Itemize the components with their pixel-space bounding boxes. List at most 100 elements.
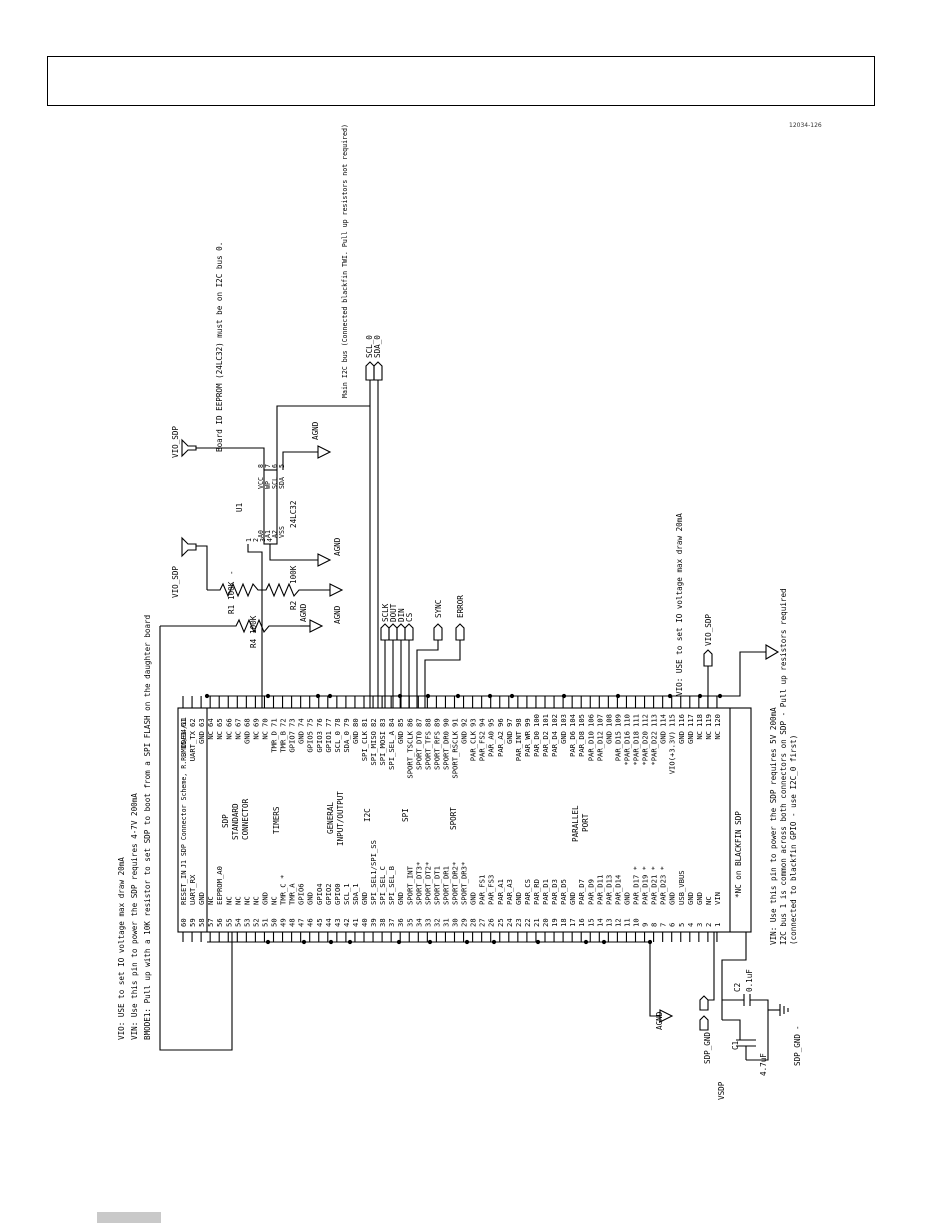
left-pin-number: 29 <box>460 918 469 927</box>
right-pin-number: 68 <box>242 718 251 727</box>
right-pin-name: SPORT_RFS <box>432 731 441 770</box>
right-pin-name: NC <box>704 731 713 740</box>
left-pin-name: PAR_FS1 <box>478 875 487 905</box>
left-pin-number: 19 <box>550 918 559 927</box>
label-input-output: INPUT/OUTPUT <box>336 791 345 846</box>
right-pin-name: TMR_B <box>279 731 288 753</box>
right-pin-number: 103 <box>559 714 568 727</box>
right-pin-number: 91 <box>451 718 460 727</box>
left-pin-name: PAR_FS3 <box>487 875 496 905</box>
left-pin-name: SPORT_INT <box>405 865 414 905</box>
right-pin-number: 84 <box>387 718 396 727</box>
left-pin-name: SPI_SEL_C <box>378 866 387 905</box>
left-pin-name: PAR_D5 <box>559 879 568 905</box>
right-pin-number: 88 <box>423 718 432 727</box>
net-agnd-r2: AGND <box>333 605 342 624</box>
right-pin-number: 63 <box>197 718 206 727</box>
net-vio-sdp-right: VIO_SDP <box>704 614 713 646</box>
right-pin-number: 106 <box>586 714 595 727</box>
right-pin-name: GND <box>396 731 405 744</box>
left-pin-name: TMR_C * <box>279 875 288 905</box>
left-pin-name: NC <box>206 896 215 905</box>
r1-value: 100K <box>227 581 236 600</box>
label-general: GENERAL <box>326 802 335 834</box>
right-pin-name: SDA_0 <box>342 731 351 753</box>
wire-a0-a1 <box>247 544 263 590</box>
wire-vin-right <box>700 651 766 697</box>
left-pin-name: SPORT_DR1 <box>441 866 450 905</box>
agnd-bottom-icon <box>659 1009 674 1023</box>
right-pin-number: 61 <box>179 718 188 727</box>
eeprom-part: 24LC32 <box>289 501 298 528</box>
left-pin-name: NC <box>704 896 713 905</box>
left-pin-name: GPIO0 <box>333 883 342 905</box>
right-pin-name: GPIO3 <box>315 731 324 753</box>
right-pin-name: NC <box>695 731 704 740</box>
c2-ref: C2 <box>733 983 742 992</box>
left-pin-name: GND <box>197 892 206 905</box>
junction-dot <box>455 693 461 699</box>
wire-agnd-top <box>282 451 318 470</box>
right-pin-name: SPORT_DT0 <box>414 731 423 770</box>
right-pin-name: NC <box>713 731 722 740</box>
left-pin-number: 1 <box>713 923 722 927</box>
right-pin-number: 71 <box>270 718 279 727</box>
left-pin-name: SPI_SEL_B <box>387 866 396 905</box>
c1-ref: C1 <box>731 1040 740 1050</box>
left-pin-number: 14 <box>595 918 604 927</box>
left-pin-number: 16 <box>577 918 586 927</box>
junction-dot <box>425 693 431 699</box>
net-agnd-top: AGND <box>311 421 320 440</box>
left-pin-number: 49 <box>279 918 288 927</box>
left-pin-name: GND <box>469 892 478 905</box>
left-pin-number: 28 <box>469 918 478 927</box>
right-pin-number: 82 <box>369 718 378 727</box>
left-pin-name: SPORT_DR3* <box>460 862 469 905</box>
right-pin-name: PAR_D10 <box>586 731 595 761</box>
sdp-connector-body <box>177 707 752 933</box>
junction-dot <box>397 693 403 699</box>
right-pin-name: NC <box>224 731 233 740</box>
right-pin-number: 105 <box>577 714 586 727</box>
agnd-right-icon <box>765 644 780 660</box>
right-pin-number: 62 <box>188 718 197 727</box>
net-agnd-bottom: AGND <box>655 1011 664 1030</box>
left-pin-number: 46 <box>306 918 315 927</box>
right-pin-name: VIO(+3.3V) <box>668 731 677 774</box>
net-scl-0: SCL_0 <box>365 335 374 358</box>
sda0-flag <box>373 361 383 381</box>
header-note-bmode1: BMODE1: Pull up with a 10K resistor to s… <box>143 615 152 1040</box>
right-pin-name: PAR_A2 <box>496 731 505 757</box>
left-pin-number: 38 <box>378 918 387 927</box>
left-pin-name: GPIO6 <box>297 883 306 905</box>
r4-ref: R4 <box>249 638 258 648</box>
eeprom-ref: U1 <box>235 502 244 512</box>
r2-value: 100K <box>289 565 298 584</box>
wire-c2-gnd <box>750 999 769 1020</box>
left-pin-number: 53 <box>242 918 251 927</box>
left-pin-number: 58 <box>197 918 206 927</box>
left-pin-name: PAR_D23 * <box>659 866 668 905</box>
left-pin-name: PAR_D11 <box>595 875 604 905</box>
left-pin-number: 55 <box>224 918 233 927</box>
left-pin-name: PAR_D3 <box>550 879 559 905</box>
wire-vss-agnd <box>269 544 318 561</box>
right-pin-name: PAR_D4 <box>550 731 559 757</box>
left-pin-number: 40 <box>360 918 369 927</box>
wire-vio-r1 <box>196 545 208 590</box>
right-pin-number: 111 <box>632 714 641 727</box>
label-timers: TIMERS <box>272 806 281 834</box>
left-pin-number: 35 <box>405 918 414 927</box>
right-pin-name: PAR_D15 <box>613 731 622 761</box>
left-pin-number: 26 <box>487 918 496 927</box>
left-pin-number: 41 <box>351 918 360 927</box>
right-pin-number: 104 <box>568 714 577 727</box>
dout-flag <box>388 623 398 641</box>
left-pin-number: 43 <box>333 918 342 927</box>
left-pin-name: PAR_D21 * <box>650 866 659 905</box>
left-pin-number: 25 <box>496 918 505 927</box>
left-pin-number: 42 <box>342 918 351 927</box>
right-pin-name: SCL_0 <box>333 731 342 753</box>
right-pin-number: 70 <box>260 718 269 727</box>
